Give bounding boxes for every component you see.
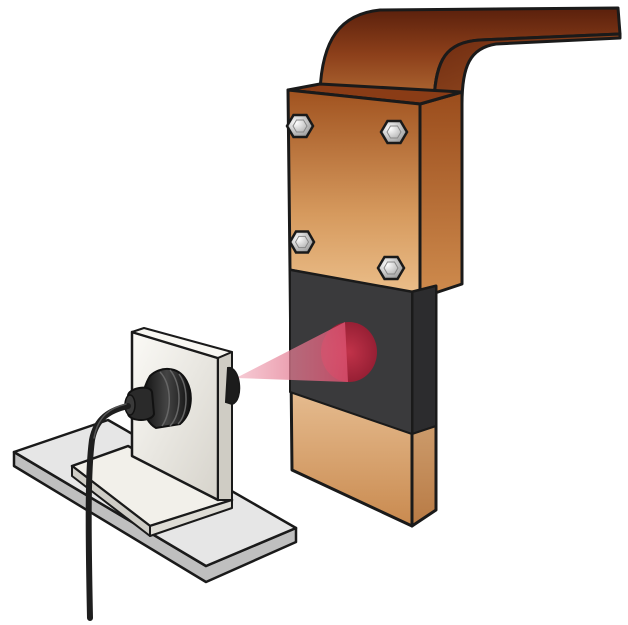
sensor-ridge (169, 369, 180, 427)
sensor-lens (224, 367, 241, 406)
sensor-cable-highlight (93, 403, 127, 439)
bracket-foot-edge-right (149, 499, 233, 537)
bolt-icon (288, 230, 316, 254)
bolt-icon (376, 255, 406, 281)
bolts (285, 113, 409, 281)
busbar-plate-side (418, 90, 464, 300)
bolt-icon (379, 119, 409, 145)
sensor-ridge (159, 371, 170, 427)
busbar-lower (288, 268, 438, 528)
sensor-connector (127, 386, 156, 421)
bolt-icon (285, 113, 315, 139)
sensor-cable (85, 403, 131, 621)
sensor-ridge (177, 373, 187, 425)
busbar-plate (286, 82, 464, 300)
busbar-band-side (411, 285, 437, 435)
ir-beam (236, 322, 348, 382)
